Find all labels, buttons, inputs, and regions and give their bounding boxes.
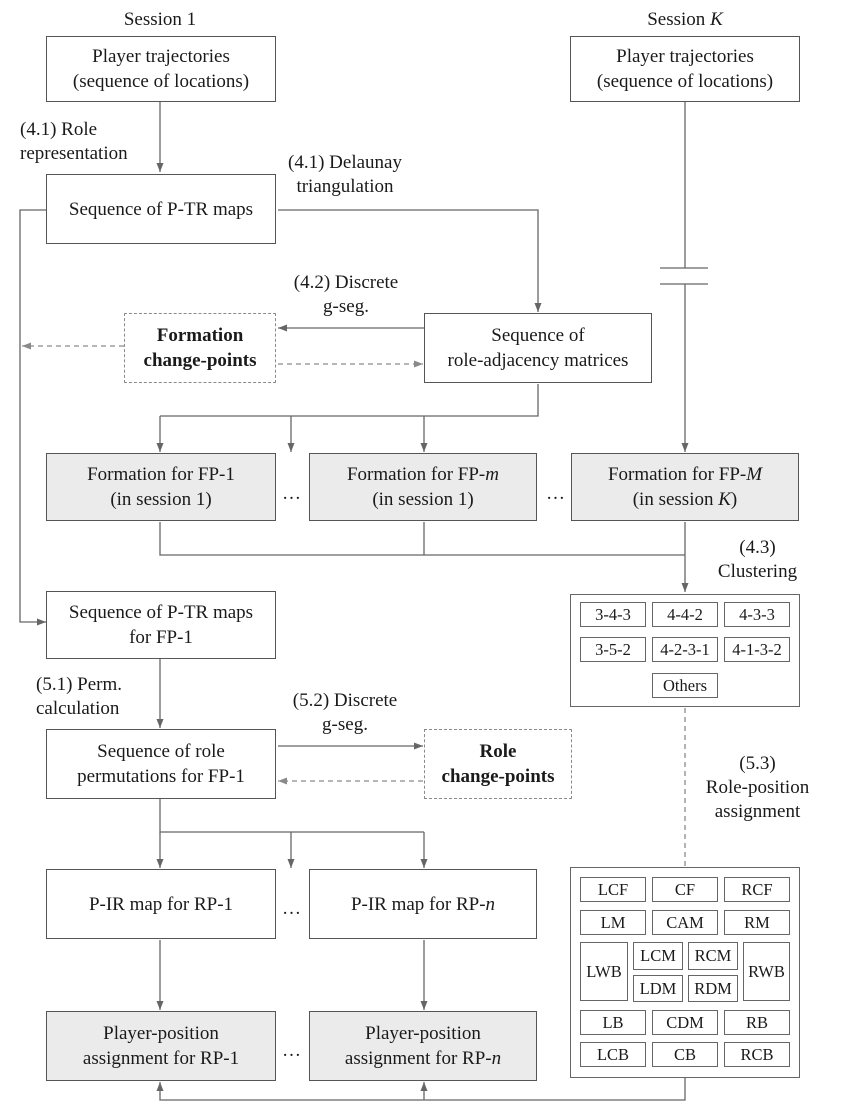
position-cell: CAM	[652, 910, 718, 935]
ptr-maps-fp1-box: Sequence of P-TR maps for FP-1	[46, 591, 276, 659]
position-cell: RB	[724, 1010, 790, 1035]
ellipsis-2: …	[546, 483, 566, 504]
role-change-points-box: Role change-points	[424, 729, 572, 799]
formation-fpm-box: Formation for FP-m(in session 1)	[309, 453, 537, 521]
formation-cluster: 4-3-3	[724, 602, 790, 627]
session-1-title: Session 1	[123, 9, 197, 30]
position-cell: LM	[580, 910, 646, 935]
ellipsis-3: …	[282, 898, 302, 919]
position-cell: RM	[724, 910, 790, 935]
position-cell: LB	[580, 1010, 646, 1035]
position-cell: RCF	[724, 877, 790, 902]
position-cell-lwb: LWB	[580, 942, 628, 1001]
formation-fp1-box: Formation for FP-1(in session 1)	[46, 453, 276, 521]
session-k-title: Session K	[647, 9, 723, 30]
formation-change-points-box: Formation change-points	[124, 313, 276, 383]
discrete-gseg-42-label: (4.2) Discrete g-seg.	[293, 272, 399, 317]
ellipsis-4: …	[282, 1040, 302, 1061]
position-cell: RCM	[688, 942, 738, 970]
formation-cluster: 4-1-3-2	[724, 637, 790, 662]
trajectories-session-k-box: Player trajectories (sequence of locatio…	[570, 36, 800, 102]
position-cell: LCB	[580, 1042, 646, 1067]
ellipsis-1: …	[282, 483, 302, 504]
perm-calculation-label: (5.1) Perm. calculation	[36, 674, 123, 719]
pir-map-rp1-box: P-IR map for RP-1	[46, 869, 276, 939]
position-cell: CB	[652, 1042, 718, 1067]
formation-cluster: 3-5-2	[580, 637, 646, 662]
ptr-maps-box: Sequence of P-TR maps	[46, 174, 276, 244]
position-cell: CDM	[652, 1010, 718, 1035]
formation-cluster: 4-2-3-1	[652, 637, 718, 662]
pir-map-rpn-box: P-IR map for RP-n	[309, 869, 537, 939]
role-representation-label: (4.1) Role representation	[20, 119, 128, 164]
trajectories-session-1-box: Player trajectories (sequence of locatio…	[46, 36, 276, 102]
formation-fpM-box: Formation for FP-M(in session K)	[571, 453, 799, 521]
position-cell: LCF	[580, 877, 646, 902]
delaunay-label: (4.1) Delaunay triangulation	[288, 152, 402, 197]
position-cell: LCM	[633, 942, 683, 970]
formation-cluster: 3-4-3	[580, 602, 646, 627]
formation-cluster-others: Others	[652, 673, 718, 698]
role-adjacency-box: Sequence of role-adjacency matrices	[424, 313, 652, 383]
role-permutations-box: Sequence of role permutations for FP-1	[46, 729, 276, 799]
position-cell: RDM	[688, 975, 738, 1002]
position-cell: CF	[652, 877, 718, 902]
clustering-label: (4.3) Clustering	[717, 537, 798, 582]
role-position-assignment-label: (5.3) Role-position assignment	[705, 753, 810, 822]
formation-cluster: 4-4-2	[652, 602, 718, 627]
position-cell: LDM	[633, 975, 683, 1002]
position-cell-rwb: RWB	[743, 942, 790, 1001]
position-cell: RCB	[724, 1042, 790, 1067]
player-position-rp1-box: Player-position assignment for RP-1	[46, 1011, 276, 1081]
discrete-gseg-52-label: (5.2) Discrete g-seg.	[292, 690, 398, 735]
